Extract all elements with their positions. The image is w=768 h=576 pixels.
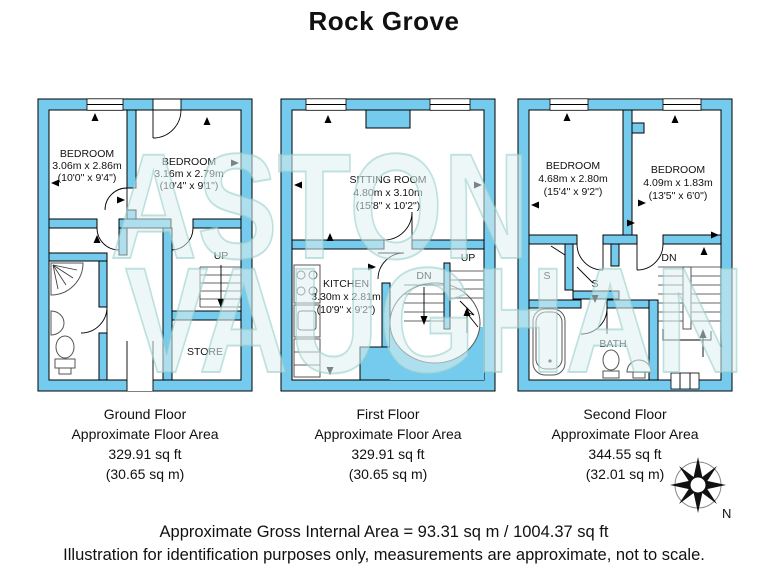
stairs-label: UP xyxy=(214,250,229,262)
stairs-down xyxy=(658,266,721,390)
kitchen-chimney xyxy=(359,346,395,381)
hall-walls xyxy=(48,218,242,256)
stairs xyxy=(404,262,484,333)
room-dims-metric: 3.30m x 2.81m xyxy=(311,291,381,303)
kitchen-sink xyxy=(293,304,321,338)
cupboard-label: S xyxy=(591,278,598,290)
floor-name: First Floor xyxy=(356,406,420,422)
room-label: SITTING ROOM xyxy=(350,174,427,186)
floor-area-subtitle: Approximate Floor Area xyxy=(314,426,462,442)
basin xyxy=(50,310,65,336)
ground-floor-svg: BEDROOM 3.06m x 2.86m (10'0" x 9'4") BED… xyxy=(37,98,253,392)
bathtub xyxy=(532,308,566,376)
disclaimer-line: Illustration for identification purposes… xyxy=(63,546,705,564)
chimney-breast xyxy=(365,109,411,129)
bath-walls xyxy=(528,299,659,381)
room-dims-imperial: (10'0" x 9'4") xyxy=(58,172,117,184)
first-floor-plan: SITTING ROOM 4.80m x 3.10m (15'8" x 10'2… xyxy=(278,95,498,395)
compass-north-label: N xyxy=(722,506,731,521)
window xyxy=(662,98,702,111)
floor-area-sqft: 329.91 sq ft xyxy=(351,446,425,462)
bedroom-partition-wall xyxy=(126,109,137,189)
room-dims-imperial: (15'8" x 10'2") xyxy=(356,200,421,212)
room-dims-metric: 4.80m x 3.10m xyxy=(353,187,423,199)
store-top-wall xyxy=(171,310,242,321)
floor-area-sqm: (32.01 sq m) xyxy=(585,466,665,482)
room-label: BEDROOM xyxy=(162,156,216,168)
bedroom-partition-wall xyxy=(622,109,633,236)
floor-area-subtitle: Approximate Floor Area xyxy=(71,426,219,442)
kitchen-counter xyxy=(293,338,321,378)
shower-room-walls xyxy=(48,252,108,381)
room-label: BATH xyxy=(599,338,626,350)
measure-arrows xyxy=(51,113,239,243)
first-floor-caption: First Floor Approximate Floor Area 329.9… xyxy=(278,404,498,484)
room-dims-imperial: (13'5" x 6'0") xyxy=(649,190,708,202)
window xyxy=(429,98,471,111)
shower-quadrant xyxy=(50,262,84,296)
floor-area-sqm: (30.65 sq m) xyxy=(105,466,185,482)
second-floor-caption: Second Floor Approximate Floor Area 344.… xyxy=(515,404,735,484)
room-dims-metric: 3.16m x 2.79m xyxy=(154,168,224,180)
hall-walls xyxy=(528,234,722,271)
compass: N xyxy=(662,452,738,530)
room-label: BEDROOM xyxy=(60,148,114,160)
gross-area-line: Approximate Gross Internal Area = 93.31 … xyxy=(159,523,609,541)
compass-rose-icon: N xyxy=(670,457,731,521)
rear-recess xyxy=(126,341,154,391)
measure-arrows xyxy=(531,113,719,303)
first-floor-svg: SITTING ROOM 4.80m x 3.10m (15'8" x 10'2… xyxy=(280,98,496,392)
floor-area-sqft: 329.91 sq ft xyxy=(108,446,182,462)
floor-area-sqft: 344.55 sq ft xyxy=(588,446,662,462)
stair-hall-wall xyxy=(162,227,173,381)
floor-name: Ground Floor xyxy=(103,406,187,422)
sitting-room-wall xyxy=(291,211,485,250)
ground-floor-caption: Ground Floor Approximate Floor Area 329.… xyxy=(35,404,255,484)
ground-floor-plan: BEDROOM 3.06m x 2.86m (10'0" x 9'4") BED… xyxy=(35,95,255,395)
room-dims-imperial: (15'4" x 9'2") xyxy=(544,186,603,198)
window xyxy=(305,98,347,111)
cupboard-label: S xyxy=(543,270,550,282)
floor-area-sqm: (30.65 sq m) xyxy=(348,466,428,482)
room-label: STORE xyxy=(187,346,223,358)
stairs-label: DN xyxy=(661,252,676,264)
bedroom-door-arc xyxy=(104,187,128,211)
partition-notch xyxy=(631,122,645,134)
toilet xyxy=(602,349,620,379)
entrance-door xyxy=(152,99,182,139)
measure-arrows xyxy=(294,115,482,375)
stairs-label: UP xyxy=(461,252,476,264)
cupboards xyxy=(550,243,620,300)
room-dims-metric: 4.68m x 2.80m xyxy=(538,173,608,185)
page-title: Rock Grove xyxy=(308,6,460,36)
second-floor-svg: BEDROOM 4.68m x 2.80m (15'4" x 9'2") BED… xyxy=(517,98,733,392)
floor-area-subtitle: Approximate Floor Area xyxy=(551,426,699,442)
room-label: BEDROOM xyxy=(546,160,600,172)
room-dims-metric: 4.09m x 1.83m xyxy=(643,177,713,189)
stairs-label: DN xyxy=(416,270,431,282)
basin xyxy=(626,359,652,379)
room-dims-metric: 3.06m x 2.86m xyxy=(52,160,122,172)
outer-walls xyxy=(517,98,733,392)
room-label: KITCHEN xyxy=(323,278,369,290)
window xyxy=(549,98,589,111)
second-floor-plan: BEDROOM 4.68m x 2.80m (15'4" x 9'2") BED… xyxy=(515,95,735,395)
floor-name: Second Floor xyxy=(583,406,667,422)
room-dims-imperial: (10'9" x 9'2") xyxy=(317,304,376,316)
toilet xyxy=(54,335,76,375)
stair-landing-curve xyxy=(389,282,484,380)
room-dims-imperial: (10'4" x 9'1") xyxy=(160,180,219,192)
room-label: BEDROOM xyxy=(651,164,705,176)
hob xyxy=(293,264,321,304)
stairs-up xyxy=(199,265,241,308)
window xyxy=(86,98,124,111)
